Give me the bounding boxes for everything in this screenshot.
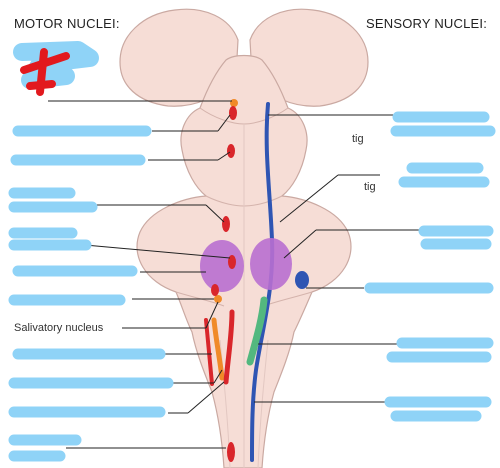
redaction-left-0: [13, 41, 99, 89]
right-thalamus-lobe: [249, 8, 369, 107]
orange-nucleus-mid: [214, 295, 222, 303]
nuclei: [200, 99, 309, 462]
green-nucleus: [246, 296, 268, 366]
orange-nucleus-long: [211, 317, 225, 381]
sensory-label-fragment-2: tig: [364, 181, 376, 193]
sensory-tract-blue: [250, 102, 275, 462]
leader-right-2: [279, 174, 339, 223]
redaction-right-3: [418, 225, 494, 250]
purple-nucleus-right: [250, 238, 292, 290]
purple-nucleus-left: [200, 240, 244, 292]
redaction-left-4: [8, 227, 92, 251]
sensory-nuclei-heading: SENSORY NUCLEI:: [366, 16, 488, 31]
salivatory-nucleus-label: Salivatory nucleus: [14, 322, 104, 334]
sensory-label-fragment-1: tig: [352, 133, 364, 145]
redaction-right-5: [386, 337, 494, 363]
redaction-left-11: [8, 434, 82, 462]
redaction-left-3: [8, 187, 98, 213]
leader-left-2b: [217, 114, 231, 132]
red-nucleus-1: [229, 106, 237, 120]
leader-lines: [48, 100, 420, 449]
red-nucleus-4: [228, 255, 236, 269]
motor-nuclei-heading: MOTOR NUCLEI:: [14, 16, 120, 31]
redaction-right-1: [390, 111, 496, 137]
red-cross-mark-icon: [20, 48, 70, 96]
red-nucleus-5: [211, 284, 219, 296]
leader-left-11b: [187, 381, 225, 414]
leader-left-3b: [217, 151, 231, 161]
leader-right-3: [283, 229, 317, 259]
leader-left-10b: [213, 369, 223, 384]
leader-left-4b: [205, 204, 225, 223]
redaction-marks-right: [364, 111, 496, 422]
redaction-marks-left: [8, 41, 174, 462]
redaction-right-2: [398, 162, 490, 188]
blue-nucleus-lateral: [295, 271, 309, 289]
red-nucleus-2: [227, 144, 235, 158]
red-nucleus-long-right: [223, 309, 235, 385]
leader-left-5: [84, 244, 231, 259]
orange-nucleus-top: [230, 99, 238, 107]
leader-left-8b: [205, 301, 219, 329]
redaction-right-6: [384, 396, 492, 422]
red-nucleus-bottom: [227, 442, 235, 462]
left-thalamus-lobe: [119, 8, 239, 107]
red-nucleus-3: [222, 216, 230, 232]
